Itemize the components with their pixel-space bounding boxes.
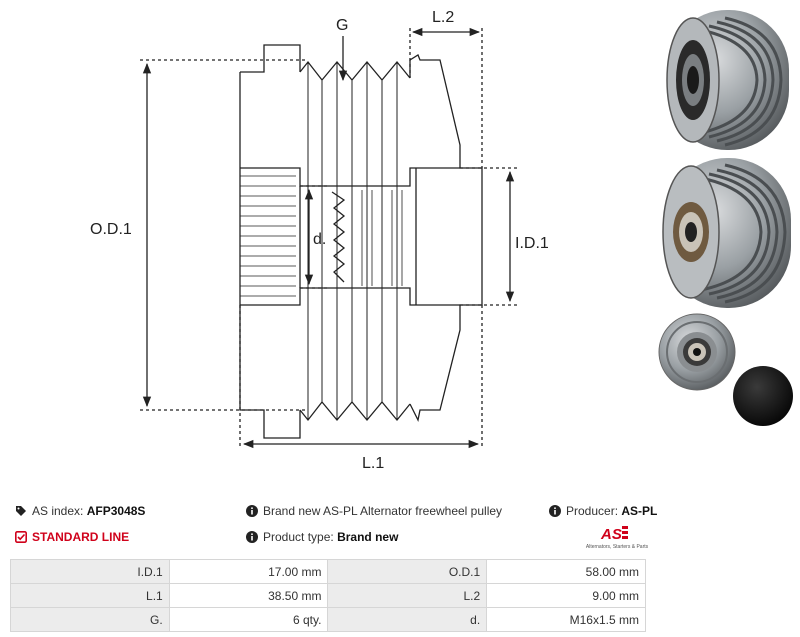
- spec-label: d.: [327, 607, 488, 632]
- dim-label-od1: O.D.1: [90, 221, 132, 238]
- table-row: L.1 38.50 mm L.2 9.00 mm: [10, 583, 646, 608]
- spec-value: 38.50 mm: [168, 583, 329, 608]
- as-pl-logo: AS Alternators, Starters & Parts: [582, 524, 652, 554]
- spec-value: 9.00 mm: [486, 583, 646, 608]
- info-icon: [246, 531, 258, 543]
- checkbox-checked-icon: [15, 531, 27, 543]
- description-text: Brand new AS-PL Alternator freewheel pul…: [263, 504, 503, 518]
- dim-label-g: G: [336, 17, 348, 34]
- producer-label: Producer:: [566, 504, 619, 518]
- standard-line: STANDARD LINE: [15, 530, 129, 544]
- table-row: I.D.1 17.00 mm O.D.1 58.00 mm: [10, 559, 646, 584]
- spec-label: I.D.1: [10, 559, 170, 584]
- spec-label: O.D.1: [327, 559, 488, 584]
- spec-label: L.2: [327, 583, 488, 608]
- spec-value: 58.00 mm: [486, 559, 646, 584]
- producer: Producer: AS-PL: [549, 504, 657, 518]
- as-index-value: AFP3048S: [86, 504, 146, 518]
- spec-label: G.: [10, 607, 170, 632]
- info-icon: [246, 505, 258, 517]
- product-photos: [658, 10, 793, 426]
- description: Brand new AS-PL Alternator freewheel pul…: [246, 504, 502, 518]
- info-row-2: STANDARD LINE Product type: Brand new: [0, 530, 800, 552]
- specs-table: I.D.1 17.00 mm O.D.1 58.00 mm L.1 38.50 …: [10, 559, 646, 632]
- pulley-front-photo: [666, 10, 789, 150]
- dim-label-d: d.: [313, 231, 326, 248]
- producer-value: AS-PL: [621, 504, 658, 518]
- as-index-label: AS index:: [32, 504, 84, 518]
- dim-label-l1: L.1: [362, 455, 384, 472]
- spec-value: 17.00 mm: [168, 559, 329, 584]
- tag-icon: [16, 506, 26, 516]
- product-type-value: Brand new: [337, 530, 399, 544]
- dim-label-id1: I.D.1: [515, 235, 549, 252]
- standard-line-text: STANDARD LINE: [32, 530, 130, 544]
- dim-label-l2: L.2: [432, 9, 454, 26]
- table-row: G. 6 qty. d. M16x1.5 mm: [10, 607, 646, 632]
- pulley-rear-photo: [662, 158, 791, 308]
- as-logo-mark: AS: [600, 526, 628, 542]
- spec-label: L.1: [10, 583, 170, 608]
- spec-value: 6 qty.: [168, 607, 329, 632]
- pulley-face-photo: [658, 313, 793, 426]
- logo-tagline: Alternators, Starters & Parts: [585, 544, 649, 550]
- spec-value: M16x1.5 mm: [486, 607, 646, 632]
- as-index: AS index: AFP3048S: [15, 504, 145, 518]
- svg-text:AS: AS: [600, 526, 622, 542]
- product-type: Product type: Brand new: [246, 530, 398, 544]
- technical-drawing: G L.2 O.D.1 d. I.D.1 L.1: [90, 9, 549, 472]
- info-icon: [549, 505, 561, 517]
- info-row-1: AS index: AFP3048S Brand new AS-PL Alter…: [0, 504, 800, 526]
- product-type-label: Product type:: [263, 530, 334, 544]
